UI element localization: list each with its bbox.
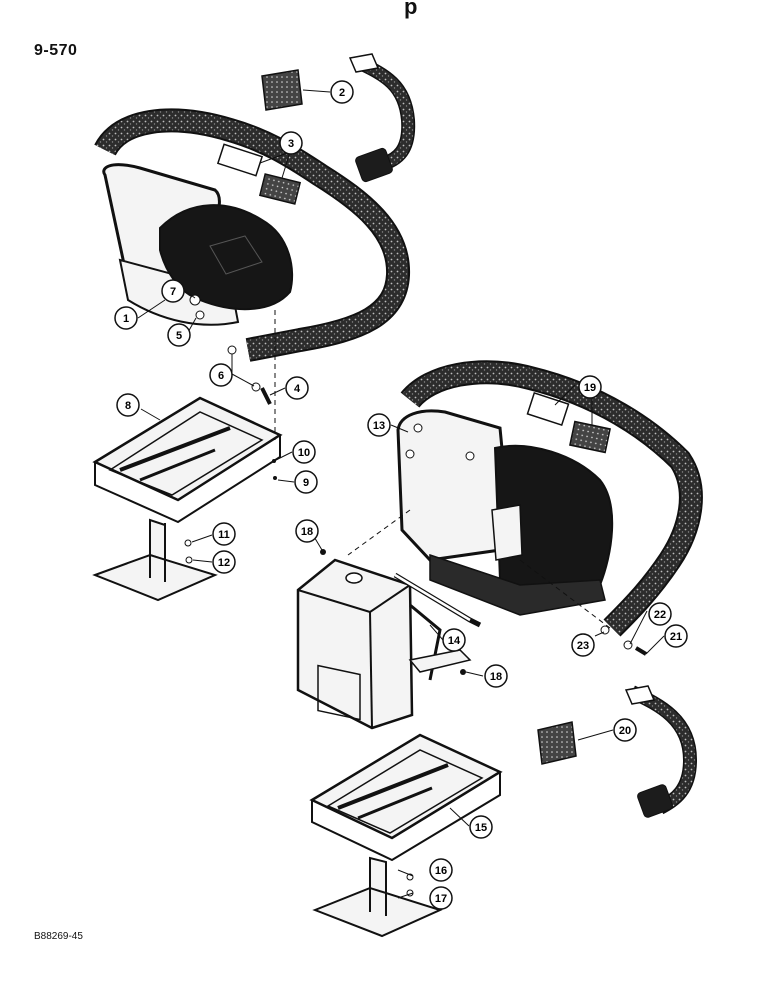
buckle-latch-plate [261, 69, 303, 111]
callout-label: 22 [654, 609, 666, 621]
callout-label: 5 [176, 330, 182, 342]
callout-label: 15 [475, 822, 487, 834]
callout-label: 18 [301, 526, 313, 538]
lower-latch-plate [537, 721, 577, 765]
callout-label: 7 [170, 286, 176, 298]
callout-label: 18 [490, 671, 502, 683]
callout-16: 16 [429, 858, 453, 882]
callout-14: 14 [442, 628, 466, 652]
callout-22: 22 [648, 602, 672, 626]
callout-23: 23 [571, 633, 595, 657]
seat-mount-box [296, 549, 482, 730]
callout-19: 19 [578, 375, 602, 399]
callout-4: 4 [285, 376, 309, 400]
callout-8: 8 [116, 393, 140, 417]
callout-1: 1 [114, 306, 138, 330]
callout-5: 5 [167, 323, 191, 347]
callout-label: 17 [435, 893, 447, 905]
callout-18-lower: 18 [484, 664, 508, 688]
callout-label: 1 [123, 313, 129, 325]
callout-2: 2 [330, 80, 354, 104]
upper-seat-belt [94, 108, 410, 362]
callout-11: 11 [212, 522, 236, 546]
callout-15: 15 [469, 815, 493, 839]
lower-buckle-half [624, 685, 698, 818]
callout-10: 10 [292, 440, 316, 464]
callout-21: 21 [664, 624, 688, 648]
callout-label: 9 [303, 477, 309, 489]
callout-label: 4 [294, 383, 301, 395]
upper-seat-suspension [92, 396, 283, 602]
callout-label: 19 [584, 382, 596, 394]
callout-9: 9 [294, 470, 318, 494]
callout-label: 8 [125, 400, 131, 412]
callout-18-upper: 18 [295, 519, 319, 543]
callout-13: 13 [367, 413, 391, 437]
callout-12: 12 [212, 550, 236, 574]
callout-3: 3 [279, 131, 303, 155]
callout-label: 21 [670, 631, 682, 643]
callout-label: 12 [218, 557, 230, 569]
callout-label: 20 [619, 725, 631, 737]
lower-seat-suspension [309, 733, 503, 938]
callout-label: 14 [448, 635, 461, 647]
figure-code: B88269-45 [34, 931, 83, 942]
page-top-mark: p [404, 0, 418, 19]
callout-label: 6 [218, 370, 224, 382]
callout-6: 6 [209, 363, 233, 387]
page-number: 9-570 [34, 42, 78, 59]
leader-lines [137, 89, 665, 899]
callout-label: 10 [298, 447, 310, 459]
callout-label: 11 [218, 529, 230, 541]
callout-label: 23 [577, 640, 589, 652]
callout-label: 13 [373, 420, 385, 432]
right-seat [347, 409, 614, 629]
right-seat-belt [400, 360, 703, 656]
callout-label: 2 [339, 87, 345, 99]
seat-belt-buckle-half [348, 53, 416, 183]
callout-label: 16 [435, 865, 447, 877]
callout-7: 7 [161, 279, 185, 303]
callout-20: 20 [613, 718, 637, 742]
callout-17: 17 [429, 886, 453, 910]
callout-label: 3 [288, 138, 294, 150]
